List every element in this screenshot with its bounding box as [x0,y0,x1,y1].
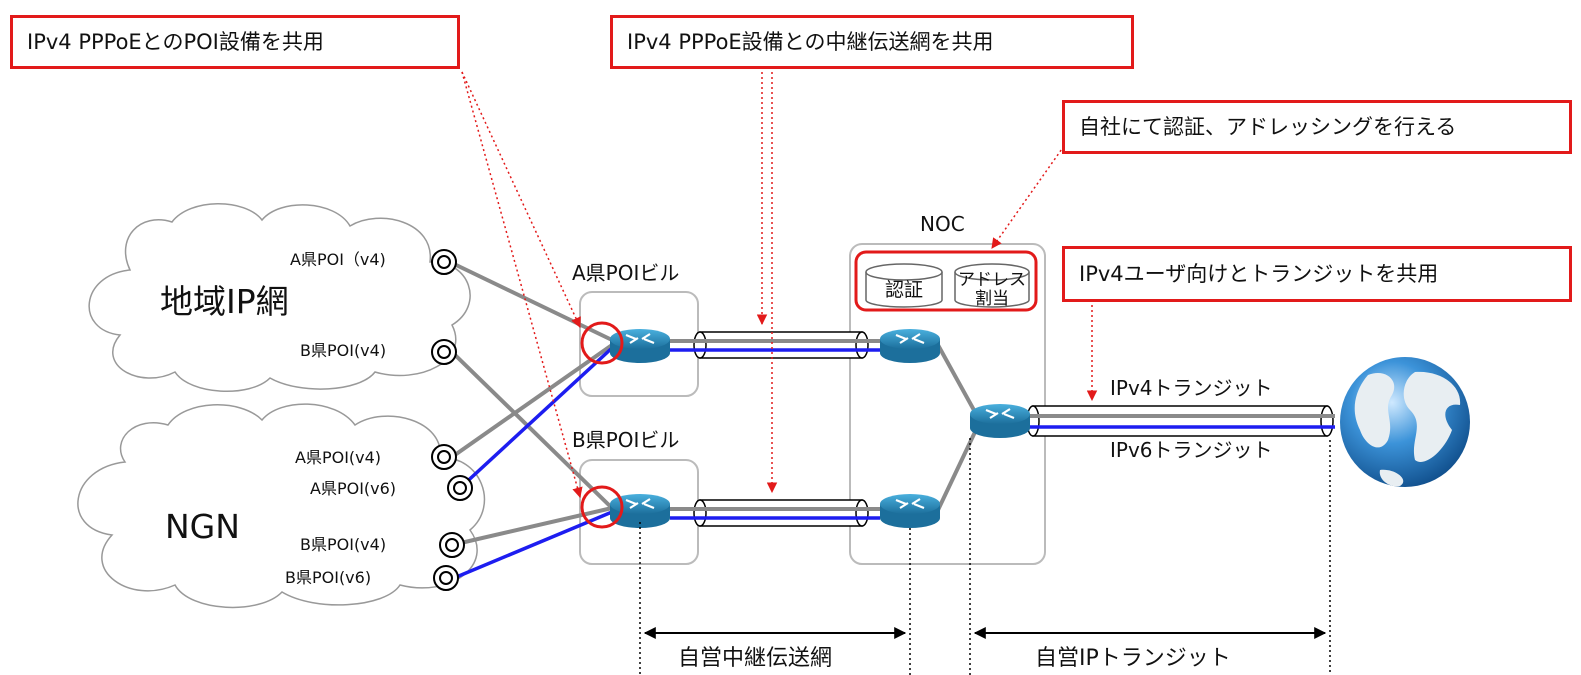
noc-links [936,344,977,511]
port-label-a-v4-regional: A県POI（v4) [290,250,386,269]
database-label-address-line2: 割当 [975,288,1009,309]
callout-transit-share: IPv4ユーザ向けとトランジットを共用 [1062,246,1572,302]
database-icon-auth [865,263,943,308]
transit-tube [1020,405,1335,437]
callout-poi-share: IPv4 PPPoEとのPOI設備を共用 [10,15,460,69]
ipv4-links [450,261,614,547]
auth-highlight-box [854,250,1038,312]
transit-label-ipv4: IPv4トランジット [1110,376,1273,400]
span-label-ip-transit: 自営IPトランジット [1035,646,1231,671]
callout-arrows [461,71,1098,499]
span-label-relay: 自営中継伝送網 [678,646,833,671]
database-icon-address [954,263,1030,308]
cloud-icon-ngn [77,403,486,609]
poi-ports [431,249,473,591]
port-icon-4 [447,475,473,501]
port-icon-6 [433,565,459,591]
port-icon-2 [431,339,457,365]
router-icon-core [970,404,1030,438]
relay-tube-b [670,499,880,527]
router-icon-a [610,329,670,363]
ipv6-links [453,346,614,580]
callout-auth: 自社にて認証、アドレッシングを行える [1062,100,1572,154]
port-icon-3 [431,444,457,470]
port-label-b-v6-ngn: B県POI(v6) [285,568,372,587]
building-label-a: A県POIビル [572,261,680,285]
router-icon-noc-a [880,329,940,363]
port-label-b-v4-regional: B県POI(v4) [300,341,387,360]
globe-icon [1340,357,1470,487]
cloud-label-ngn: NGN [165,507,240,546]
port-label-a-v4-ngn: A県POI(v4) [295,448,382,467]
port-label-a-v6-ngn: A県POI(v6) [310,479,397,498]
relay-tube-a [670,331,880,359]
callout-relay-share: IPv4 PPPoE設備との中継伝送網を共用 [610,15,1134,69]
cloud-label-regional: 地域IP網 [160,282,289,321]
building-label-b: B県POIビル [572,428,680,452]
poi-highlight-b [580,485,624,529]
routers [610,329,1030,528]
poi-highlight-a [580,321,624,365]
noc-box [849,243,1046,565]
router-icon-noc-b [880,494,940,528]
port-label-b-v4-ngn: B県POI(v4) [300,535,387,554]
span-guides [639,438,1331,675]
cloud-icon-regional [88,203,471,393]
port-icon-1 [431,249,457,275]
port-icon-5 [439,532,465,558]
database-label-address: アドレス 割当 [955,271,1029,308]
database-label-address-line1: アドレス [958,270,1026,290]
router-icon-b [610,494,670,528]
database-label-auth: 認証 [884,279,923,301]
transit-label-ipv6: IPv6トランジット [1110,438,1273,462]
building-label-noc: NOC [920,212,965,236]
